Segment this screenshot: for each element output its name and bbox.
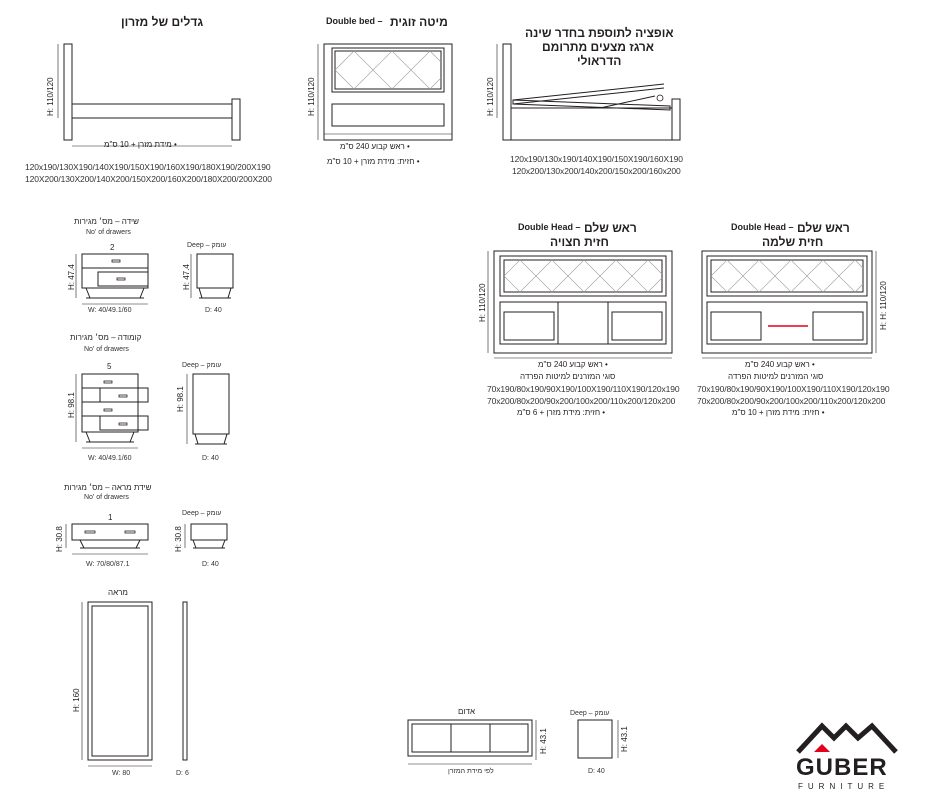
- storage-title-line3: הדראולי: [577, 54, 622, 68]
- half-front-sizes-line2: 70x200/80x200/90x200/100x200/110x200/120…: [487, 396, 676, 406]
- dresser-width: W: 70/80/87.1: [86, 561, 130, 568]
- bed-sizes-line1: 120x190/130X190/140X190/150X190/160X190/…: [25, 162, 271, 172]
- bed-side-view-drawing: [57, 43, 241, 147]
- full-front-title-he: ראש שלם: [797, 221, 850, 235]
- logo-mountains-icon: [796, 722, 898, 754]
- half-front-front-note: • חזית: מידת מזרן + 6 ס"מ: [517, 408, 606, 417]
- logo-name: GUBER: [796, 754, 888, 781]
- double-bed-front-note: • חזית: מידת מזרן + 10 ס"מ: [327, 157, 420, 166]
- full-front-sizes-line2: 70x200/80x200/90x200/100x200/110x200/120…: [697, 396, 886, 406]
- bed-sizes-height: H: 110/120: [46, 77, 55, 116]
- double-bed-title-he: מיטה זוגית: [390, 15, 448, 29]
- full-front-mattress-types: סוגי המזרנים למיטות הפרדה: [728, 372, 824, 381]
- full-front-front-note: • חזית: מידת מזרן + 10 ס"מ: [732, 408, 825, 417]
- bed-sizes-title: גדלים של מזרון: [121, 15, 204, 29]
- full-front-bed-drawing: [701, 250, 877, 359]
- logo-subtitle: FURNITURE: [798, 782, 890, 791]
- half-front-head-note: • ראש קבוע 240 ס"מ: [538, 360, 608, 369]
- nightstand-front-drawing: [75, 253, 149, 305]
- half-front-mattress-types: סוגי המזרנים למיטות הפרדה: [520, 372, 616, 381]
- dresser-drawers-label: No' of drawers: [84, 494, 129, 501]
- full-front-title-en: Double Head –: [731, 222, 794, 232]
- double-bed-title-en: Double bed –: [326, 16, 383, 26]
- bed-sizes-width-note: • מידת מזרן + 10 ס"מ: [104, 140, 177, 149]
- chest-height: H: 98.1: [67, 392, 76, 418]
- chest-depth: D: 40: [202, 455, 219, 462]
- full-front-sizes-line1: 70x190/80x190/90X190/100X190/110X190/120…: [697, 384, 890, 394]
- bench-depth: D: 40: [588, 768, 605, 775]
- chest-deep-label: Deep – עומק: [182, 362, 222, 369]
- nightstand-drawers-label: No' of drawers: [86, 229, 131, 236]
- dresser-side-height: H: 30.8: [174, 526, 183, 552]
- dresser-depth: D: 40: [202, 561, 219, 568]
- nightstand-depth: D: 40: [205, 307, 222, 314]
- bench-width-note: לפי מידת המזרן: [448, 768, 494, 775]
- chest-title: קומודה – מס׳ מגירות: [70, 333, 142, 342]
- half-front-bed-drawing: [487, 250, 673, 359]
- mirror-height: H: 160: [72, 688, 81, 712]
- half-front-sizes-line1: 70x190/80x190/90X190/100X190/110X190/120…: [487, 384, 680, 394]
- dresser-front-drawing: [65, 523, 149, 555]
- chest-front-drawing: [75, 373, 149, 449]
- bench-side-height: H: 43.1: [620, 726, 629, 752]
- chest-side-height: H: 98.1: [176, 386, 185, 412]
- dresser-side-drawing: [184, 523, 228, 549]
- storage-title-line2: ארגז מצעים מתרומם: [542, 40, 654, 54]
- storage-sizes-line1: 120x190/130x190/140X190/150X190/160X190: [510, 154, 683, 164]
- half-front-height: H: 110/120: [478, 283, 487, 322]
- storage-bed-drawing: [496, 43, 681, 141]
- nightstand-side-height: H: 47.4: [182, 264, 191, 290]
- full-front-subtitle: חזית שלמה: [762, 235, 824, 249]
- guber-logo: GUBER FURNITURE: [792, 720, 902, 794]
- full-front-height: H: H: 110/120: [879, 281, 888, 330]
- chest-drawers-label: No' of drawers: [84, 346, 129, 353]
- storage-height: H: 110/120: [486, 77, 495, 116]
- storage-sizes-line2: 120x200/130x200/140x200/150x200/160x200: [512, 166, 681, 176]
- full-front-head-note: • ראש קבוע 240 ס"מ: [745, 360, 815, 369]
- bench-side-drawing: [577, 719, 619, 759]
- mirror-width: W: 80: [112, 770, 131, 777]
- nightstand-side-drawing: [190, 253, 234, 299]
- double-bed-height: H: 110/120: [307, 77, 316, 116]
- hydraulic-piston-icon: [656, 94, 664, 102]
- bench-height: H: 43.1: [539, 728, 548, 754]
- drawer-handles: [84, 259, 136, 534]
- bench-deep-label: Deep – עומק: [570, 710, 610, 717]
- dresser-height: H: 30.8: [55, 526, 64, 552]
- nightstand-title: שידה – מס׳ מגירות: [74, 217, 139, 226]
- chest-drawers: 5: [107, 362, 112, 371]
- mirror-drawing: [81, 601, 188, 767]
- bench-title: אדום: [458, 707, 475, 716]
- dresser-drawers: 1: [108, 513, 113, 522]
- bench-front-drawing: [407, 719, 537, 765]
- half-front-subtitle: חזית חצויה: [550, 235, 609, 249]
- dresser-deep-label: Deep – עומק: [182, 510, 222, 517]
- headboard-quilting-pattern: [334, 50, 864, 293]
- half-front-title-en: Double Head –: [518, 222, 581, 232]
- nightstand-width: W: 40/49.1/60: [88, 307, 132, 314]
- nightstand-height: H: 47.4: [67, 264, 76, 290]
- mirror-title: מראה: [108, 588, 128, 597]
- nightstand-drawers: 2: [110, 243, 115, 252]
- chest-width: W: 40/49.1/60: [88, 455, 132, 462]
- chest-side-drawing: [186, 373, 230, 445]
- storage-title-line1: אופציה לתוספת בחדר שינה: [525, 26, 674, 40]
- double-bed-head-note: • ראש קבוע 240 ס"מ: [340, 142, 410, 151]
- nightstand-deep-label: Deep – עומק: [187, 242, 227, 249]
- half-front-title-he: ראש שלם: [584, 221, 637, 235]
- mirror-depth: D: 6: [176, 770, 189, 777]
- bed-sizes-line2: 120X200/130X200/140X200/150X200/160X200/…: [25, 174, 272, 184]
- dresser-title: שידת מראה – מס׳ מגירות: [64, 483, 152, 492]
